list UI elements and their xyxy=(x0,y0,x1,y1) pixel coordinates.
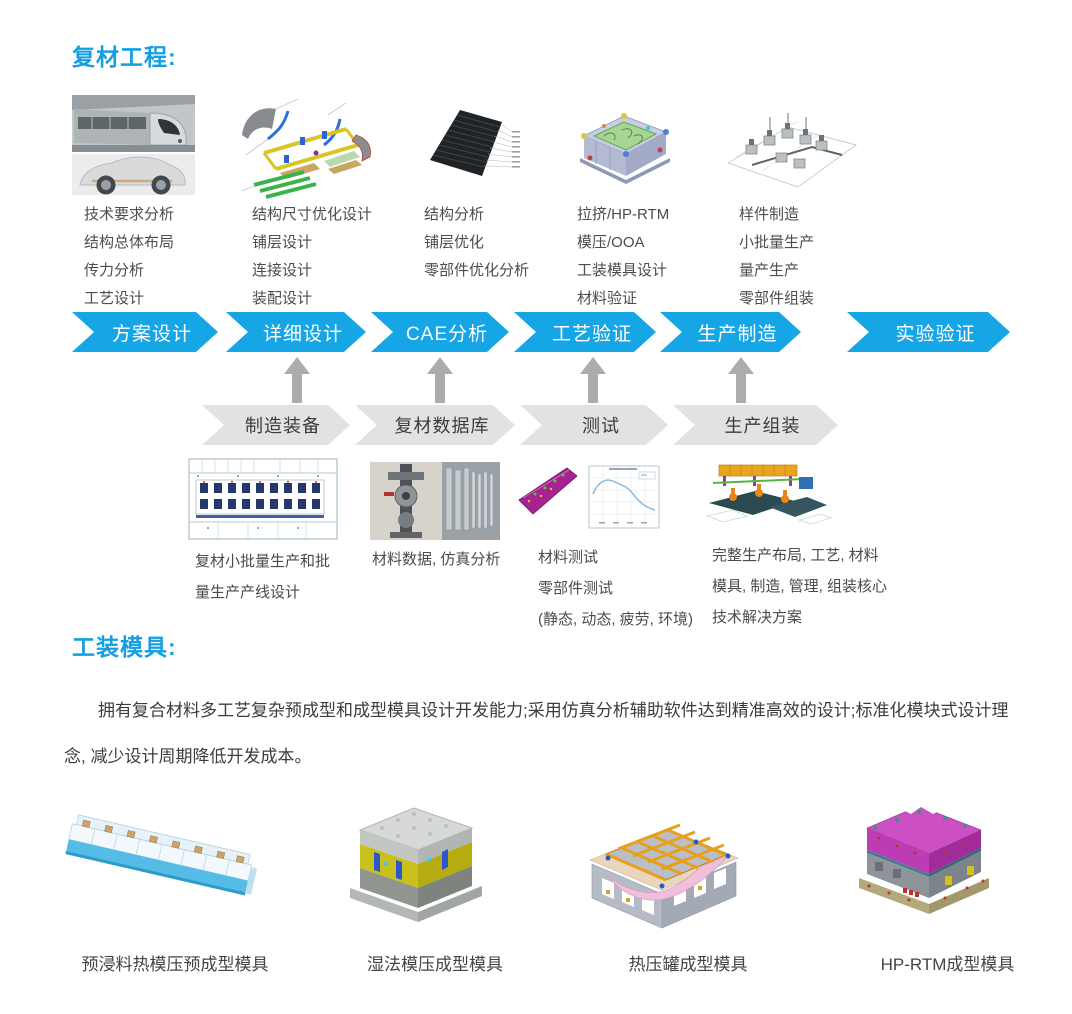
stage-list-item: 零部件组装 xyxy=(739,290,815,307)
process-step-1: 方案设计 xyxy=(72,312,218,352)
stage-list-item: 量产生产 xyxy=(739,262,800,279)
mold-label-autoclave: 热压罐成型模具 xyxy=(628,955,748,974)
stage-list-item: 工装模具设计 xyxy=(577,262,668,279)
train-and-concept-car-photo xyxy=(72,95,195,195)
stage-list-item: 工艺设计 xyxy=(84,290,145,307)
caption-testing: 材料测试 零部件测试 (静态, 动态, 疲劳, 环境) xyxy=(538,549,693,628)
assembly-line-render xyxy=(703,460,833,526)
support-step-3: 测试 xyxy=(520,405,668,445)
composite-layup-stack xyxy=(416,102,521,187)
stage-list-item: 铺层设计 xyxy=(252,234,313,251)
process-step-5: 生产制造 xyxy=(660,312,801,352)
stage-list-requirements: 技术要求分析结构总体布局传力分析工艺设计 xyxy=(84,201,174,313)
stage-list-process: 拉挤/HP-RTM 模压/OOA 工装模具设计材料验证 xyxy=(577,201,669,313)
support-step-2: 复材数据库 xyxy=(355,405,515,445)
process-step-3: CAE分析 xyxy=(371,312,509,352)
exploded-structure-diagram xyxy=(228,95,383,200)
stage-list-detail-design: 结构尺寸优化设计铺层设计连接设计装配设计 xyxy=(252,201,372,313)
stage-list-item: 铺层优化 xyxy=(424,234,485,251)
process-step-4: 工艺验证 xyxy=(514,312,656,352)
up-arrow-icon xyxy=(427,357,453,403)
hp-rtm-mold xyxy=(845,792,1000,934)
stage-list-item: 零部件优化分析 xyxy=(424,262,530,279)
stage-list-item: 技术要求分析 xyxy=(84,206,175,223)
stage-list-item: 材料验证 xyxy=(577,290,638,307)
process-step-2: 详细设计 xyxy=(226,312,366,352)
caption-material-data: 材料数据, 仿真分析 xyxy=(372,551,501,568)
tooling-section-title: 工装模具: xyxy=(72,634,177,660)
mold-label-prepreg: 预浸料热模压预成型模具 xyxy=(81,955,269,974)
caption-floor-plan: 复材小批量生产和批 量生产产线设计 xyxy=(195,553,331,601)
component-test-and-chart xyxy=(515,464,661,532)
stage-list-item: 样件制造 xyxy=(739,206,800,223)
stage-list-cae: 结构分析铺层优化零部件优化分析 xyxy=(424,201,529,285)
up-arrow-icon xyxy=(284,357,310,403)
process-step-6: 实验验证 xyxy=(847,312,1010,352)
stage-list-item: 模压/OOA xyxy=(577,234,645,251)
caption-solution: 完整生产布局, 工艺, 材料 模具, 制造, 管理, 组装核心 技术解决方案 xyxy=(712,547,888,626)
up-arrow-icon xyxy=(728,357,754,403)
stage-list-production: 样件制造小批量生产量产生产零部件组装 xyxy=(739,201,814,313)
mold-label-wet-compression: 湿法模压成型模具 xyxy=(367,955,503,974)
support-step-1: 制造装备 xyxy=(202,405,350,445)
stage-list-item: 结构尺寸优化设计 xyxy=(252,206,373,223)
stage-list-item: 拉挤/HP-RTM xyxy=(577,206,670,223)
mold-label-hp-rtm: HP-RTM成型模具 xyxy=(880,955,1015,974)
factory-floor-plan xyxy=(188,458,338,540)
support-step-4: 生产组装 xyxy=(673,405,838,445)
stage-list-item: 结构分析 xyxy=(424,206,485,223)
production-line-wireframe xyxy=(722,105,862,190)
stage-list-item: 传力分析 xyxy=(84,262,145,279)
wet-compression-mold xyxy=(338,800,488,932)
prepreg-hot-press-preform-mold xyxy=(58,792,258,937)
mold-cad-model xyxy=(570,100,675,190)
autoclave-mold xyxy=(578,798,748,936)
up-arrow-icon xyxy=(580,357,606,403)
tooling-paragraph: 拥有复合材料多工艺复杂预成型和成型模具设计开发能力;采用仿真分析辅助软件达到精准… xyxy=(64,701,1009,766)
stage-list-item: 连接设计 xyxy=(252,262,313,279)
stage-list-item: 结构总体布局 xyxy=(84,234,175,251)
material-testing-photo xyxy=(370,462,500,540)
composites-section-title: 复材工程: xyxy=(72,44,177,70)
stage-list-item: 装配设计 xyxy=(252,290,313,307)
stage-list-item: 小批量生产 xyxy=(739,234,815,251)
